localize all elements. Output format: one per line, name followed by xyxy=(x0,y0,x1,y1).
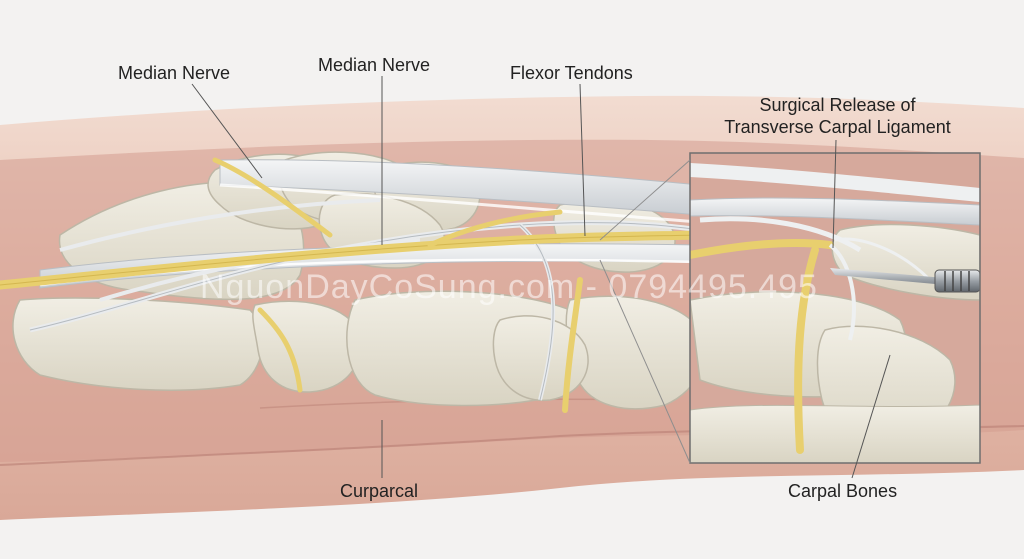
label-flexor-tendons: Flexor Tendons xyxy=(510,63,633,83)
surgical-release-inset xyxy=(599,152,981,464)
label-median-nerve-center: Median Nerve xyxy=(318,55,431,75)
leader-flexor-tendons xyxy=(579,83,586,237)
label-surgical-release: Surgical Release of Transverse Carpal Li… xyxy=(705,94,970,138)
median-nerve-main xyxy=(0,157,705,413)
label-surgical-release-line2: Transverse Carpal Ligament xyxy=(724,117,951,137)
label-curparcal: Curparcal xyxy=(340,481,419,501)
label-carpal-bones: Carpal Bones xyxy=(788,481,898,501)
label-median-nerve-left: Median Nerve xyxy=(118,63,231,83)
leader-lines xyxy=(191,76,891,479)
label-surgical-release-line1: Surgical Release of xyxy=(759,95,916,115)
watermark: NguonDayCoSung.com - 0794495.495 xyxy=(200,268,818,306)
leader-median-nerve-left xyxy=(191,83,263,179)
leader-carpal-bones xyxy=(851,354,891,479)
leader-surgical-release xyxy=(832,139,837,249)
